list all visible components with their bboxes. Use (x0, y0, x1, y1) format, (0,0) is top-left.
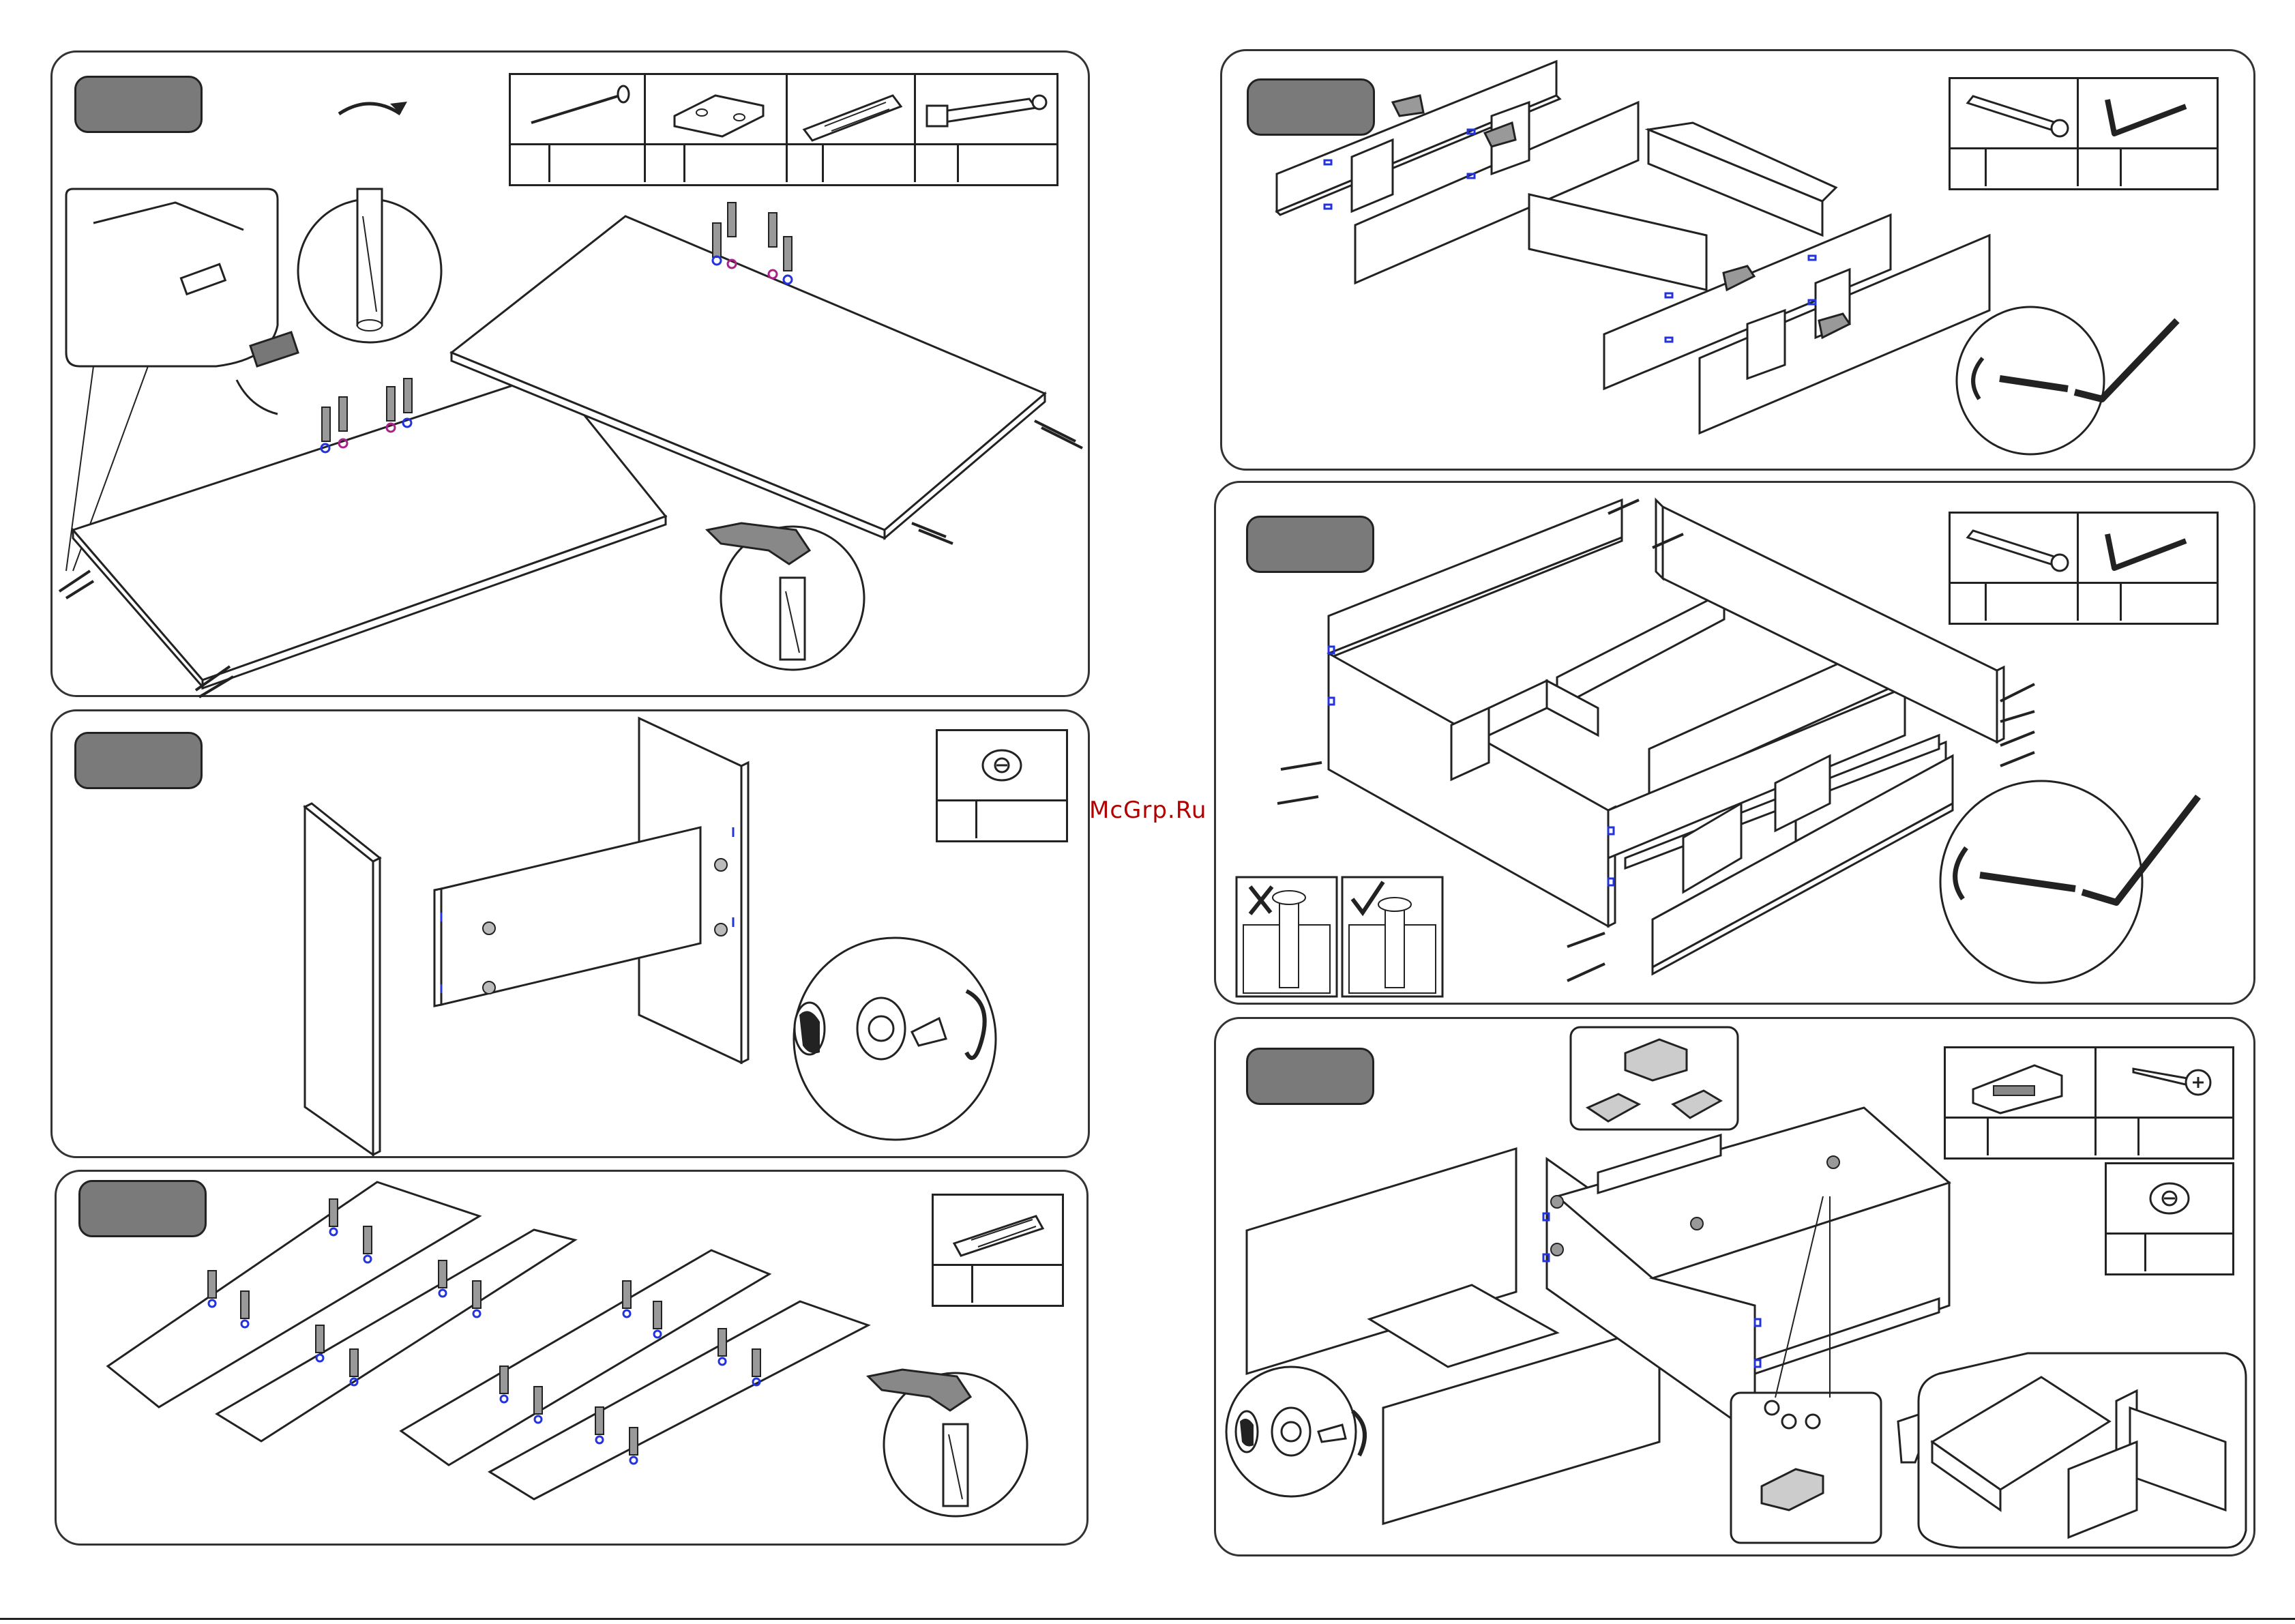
step-4-panel (1220, 49, 2255, 471)
watermark: McGrp.Ru (1089, 797, 1206, 824)
step-3-illustration (57, 1172, 1086, 1544)
step-2-illustration (53, 711, 1088, 1156)
step-4-illustration (1222, 51, 2253, 469)
step-5-illustration (1216, 483, 2253, 1003)
step-6-panel (1214, 1017, 2255, 1556)
step-1-panel (50, 50, 1090, 697)
step-6-illustration (1216, 1019, 2253, 1554)
footer-rule (0, 1618, 2295, 1620)
step-1-illustration (53, 53, 1088, 695)
step-5-panel (1214, 481, 2255, 1005)
step-3-panel (55, 1170, 1089, 1546)
step-2-panel (50, 709, 1090, 1158)
